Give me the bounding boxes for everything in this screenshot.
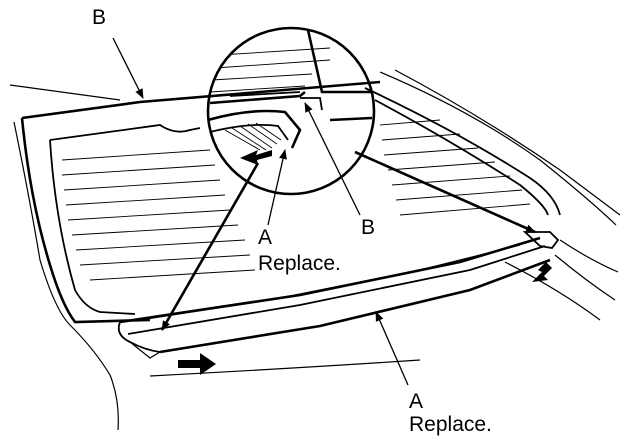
label-replace-bottom: Replace.	[409, 413, 492, 436]
label-a-bottom: A	[409, 390, 424, 413]
b-inset-leader	[304, 102, 361, 216]
a-inset-leader	[267, 149, 287, 226]
a-bottom-leader	[375, 311, 409, 386]
inset-to-right-end-line	[354, 150, 536, 234]
glass-reflection-lines	[61, 119, 531, 281]
car-body-outline	[9, 69, 621, 431]
magnifier-inset	[206, 26, 376, 196]
arrow-icon	[178, 353, 216, 375]
b-top-leader	[112, 37, 144, 99]
inset-to-left-end-line	[160, 162, 260, 331]
label-b-inset: B	[361, 216, 376, 239]
label-replace-inset: Replace.	[258, 252, 341, 275]
windshield-glass	[20, 80, 561, 324]
arrow-icon	[240, 150, 272, 165]
label-a-inset: A	[258, 226, 273, 249]
label-b-top: B	[92, 6, 107, 29]
arrow-icon	[532, 262, 552, 282]
lower-molding	[117, 231, 560, 359]
